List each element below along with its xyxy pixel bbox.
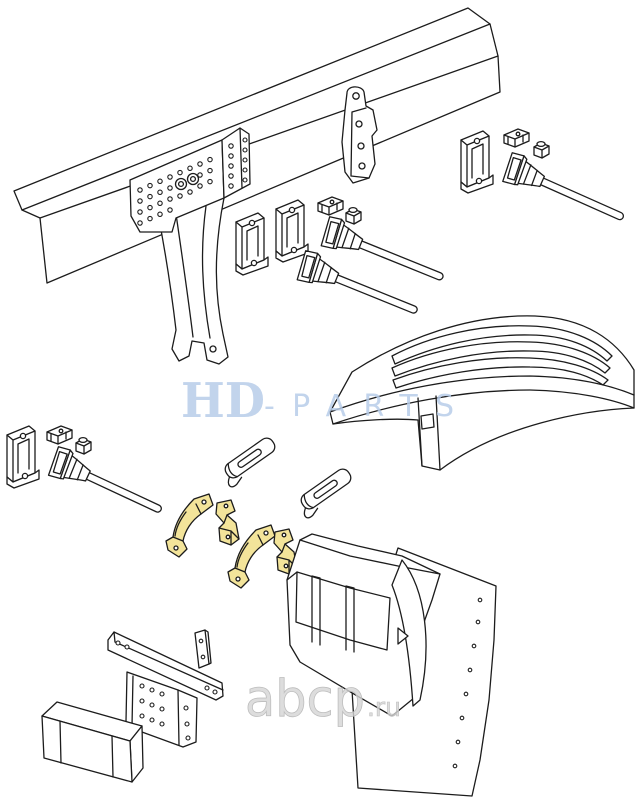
fender-ribs — [391, 325, 613, 389]
clamp-block-1 — [235, 212, 269, 276]
rod-assembly-4 — [45, 444, 162, 513]
mounting-clip-3 — [46, 425, 73, 445]
bolt-nut-2 — [345, 206, 362, 225]
plate-holes — [137, 137, 248, 226]
mounting-bar — [194, 629, 212, 669]
bolt-heads — [174, 172, 200, 191]
watermark-abcp-text: abcp — [245, 670, 365, 729]
rod-assembly-1 — [499, 150, 625, 221]
mounting-clip-1 — [503, 128, 530, 148]
mounting-plate — [125, 671, 198, 748]
rod-assembly-2 — [317, 214, 444, 281]
flap-mounting-bracket — [107, 629, 224, 748]
clamp-block-3 — [460, 130, 494, 194]
bolt-nut-1 — [533, 140, 550, 159]
mudflap-mount — [286, 533, 441, 717]
strap-clip-1 — [224, 437, 276, 488]
support-strip — [107, 631, 224, 701]
bolt-nut-3 — [75, 436, 92, 455]
fender — [329, 315, 635, 471]
mudflap-holes — [452, 597, 483, 769]
main-bracket-arm — [157, 197, 229, 365]
watermark-tld-text: .ru — [367, 693, 401, 723]
main-bracket-plate — [129, 127, 251, 233]
clamp-block-2 — [275, 199, 309, 263]
main-bracket — [129, 127, 251, 365]
reflector-box — [41, 701, 144, 783]
clamp-block-4 — [6, 425, 40, 489]
rod-assembly-3 — [293, 248, 418, 314]
watermark-hd-text: HD — [181, 373, 265, 429]
highlighted-bracket-small-1 — [215, 499, 240, 546]
strap-clip-2 — [300, 468, 352, 519]
hinge-bracket — [341, 86, 378, 184]
watermark-abcp: abcp .ru — [245, 670, 402, 730]
mounting-clip-2 — [317, 196, 344, 216]
highlighted-bracket-large-1 — [165, 493, 214, 558]
